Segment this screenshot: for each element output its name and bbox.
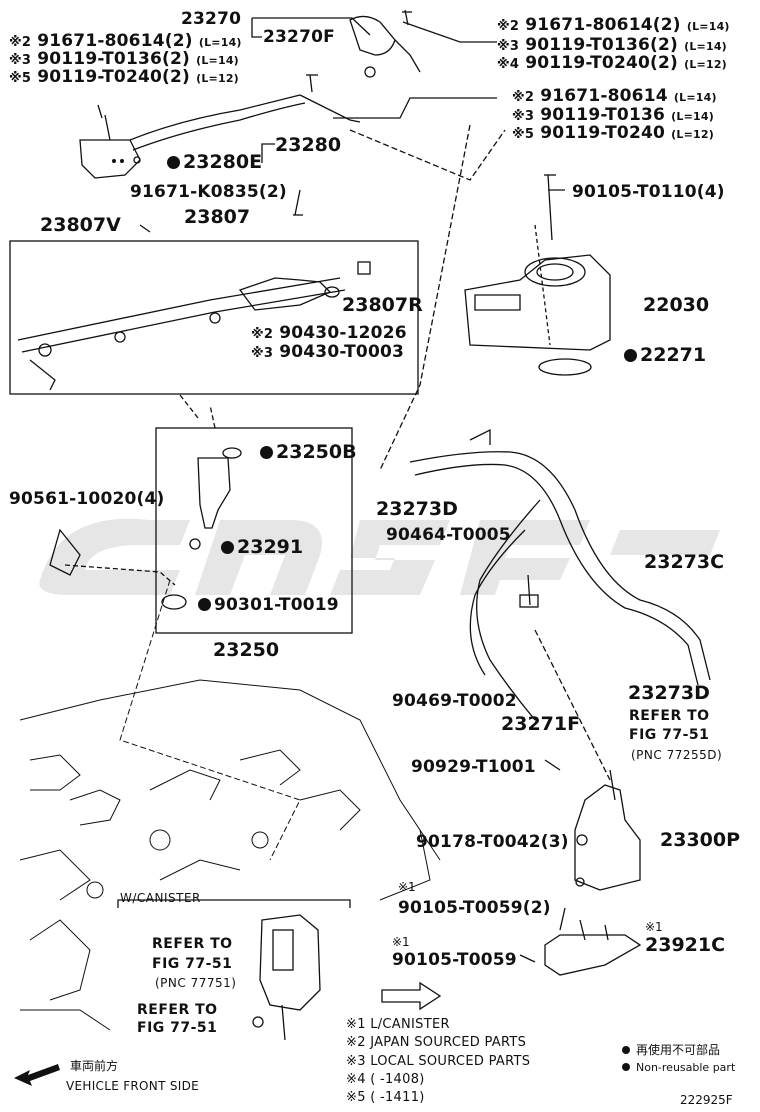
- note-4: ※4 ( -1408): [346, 1072, 425, 1087]
- label-91671-K0835: 91671-K0835(2): [130, 182, 287, 202]
- label-23807: 23807: [184, 206, 251, 228]
- throttle-body-drawing: [464, 174, 611, 376]
- injector-box: [155, 427, 353, 634]
- front-arrow-icon: [14, 1064, 60, 1086]
- label-90105-T0059-2: 90105-T0059(2): [398, 898, 551, 918]
- vsv-drawing: [519, 759, 642, 976]
- legend-non-reusable-en: Non-reusable part: [622, 1062, 735, 1073]
- top-right-item: ※3 90119-T0136(2) (L=14): [497, 35, 727, 55]
- label-23270: 23270: [181, 9, 242, 29]
- note-2: ※2 JAPAN SOURCED PARTS: [346, 1035, 527, 1050]
- pressure-regulator-drawing: [349, 9, 421, 78]
- evap-hose-drawing: [409, 428, 711, 781]
- label-23280: 23280: [275, 134, 342, 156]
- label-90430-12026: ※2 90430-12026: [251, 323, 407, 343]
- refer-fig-link[interactable]: FIG 77-51: [629, 727, 710, 743]
- top-left-item: ※5 90119-T0240(2) (L=12): [9, 67, 239, 87]
- front-label-jp: 車両前方: [70, 1059, 119, 1073]
- label-23271F: 23271F: [501, 713, 581, 735]
- label-90105-T0110: 90105-T0110(4): [572, 182, 725, 202]
- engine-outline: [19, 579, 441, 1031]
- fuel-rail-drawing: [17, 189, 371, 391]
- label-90430-T0003: ※3 90430-T0003: [251, 342, 405, 362]
- pnc-ref: (PNC 77255D): [631, 748, 723, 762]
- canister-bracket: [117, 899, 351, 908]
- label-23280E: 23280E: [167, 153, 262, 172]
- label-90178-T0042: 90178-T0042(3): [416, 832, 569, 852]
- mark-1: ※1: [398, 880, 416, 894]
- refer-to-text: REFER TO: [137, 1002, 218, 1018]
- top-right-item: ※2 91671-80614(2) (L=14): [497, 15, 730, 35]
- top-right-item: ※4 90119-T0240(2) (L=12): [497, 53, 727, 73]
- canister-bracket-drawing: [252, 914, 321, 1041]
- pnc-ref: (PNC 77751): [155, 976, 237, 990]
- mid-right-item: ※5 90119-T0240 (L=12): [512, 123, 714, 143]
- canister-label: W/CANISTER: [120, 891, 201, 905]
- refer-fig-link[interactable]: FIG 77-51: [152, 956, 233, 972]
- label-90105-T0059: 90105-T0059: [392, 950, 517, 970]
- note-1: ※1 L/CANISTER: [346, 1017, 450, 1032]
- fuel-rail-box: [9, 240, 419, 395]
- label-23807R: 23807R: [342, 294, 423, 316]
- legend-non-reusable-jp: 再使用不可部品: [622, 1044, 720, 1056]
- label-90561-10020: 90561-10020(4): [9, 489, 165, 509]
- note-5: ※5 ( -1411): [346, 1090, 425, 1105]
- label-90469-T0002: 90469-T0002: [392, 691, 517, 711]
- top-left-item: ※3 90119-T0136(2) (L=14): [9, 49, 239, 69]
- refer-to-text: REFER TO: [152, 936, 233, 952]
- label-23250B: 23250B: [260, 443, 357, 462]
- label-90929-T1001: 90929-T1001: [411, 757, 536, 777]
- label-22030: 22030: [643, 294, 710, 316]
- refer-fig-link[interactable]: FIG 77-51: [137, 1020, 218, 1036]
- label-23807V: 23807V: [40, 214, 121, 236]
- figure-id: 222925F: [680, 1093, 733, 1107]
- label-23921C: 23921C: [645, 934, 726, 956]
- mark-1: ※1: [392, 935, 410, 949]
- note-3: ※3 LOCAL SOURCED PARTS: [346, 1054, 531, 1069]
- top-left-item: ※2 91671-80614(2) (L=14): [9, 31, 242, 51]
- refer-to-text: REFER TO: [629, 708, 710, 724]
- label-23270F: 23270F: [263, 27, 335, 47]
- mark-1: ※1: [645, 920, 663, 934]
- label-22271: 22271: [624, 346, 706, 365]
- mid-right-item: ※3 90119-T0136 (L=14): [512, 105, 714, 125]
- label-23250: 23250: [213, 639, 280, 661]
- mid-right-item: ※2 91671-80614 (L=14): [512, 86, 717, 106]
- label-23291: 23291: [221, 538, 303, 557]
- label-23273C: 23273C: [644, 551, 725, 573]
- label-90464-T0005: 90464-T0005: [386, 525, 511, 545]
- label-23273D-upper: 23273D: [376, 498, 458, 520]
- label-90301-T0019: 90301-T0019: [198, 597, 339, 614]
- watermark-logo: [39, 518, 720, 595]
- front-label-en: VEHICLE FRONT SIDE: [66, 1079, 199, 1093]
- label-23273D-lower: 23273D: [628, 682, 710, 704]
- fuel-pipe-drawing: [79, 74, 361, 179]
- label-23300P: 23300P: [660, 829, 741, 851]
